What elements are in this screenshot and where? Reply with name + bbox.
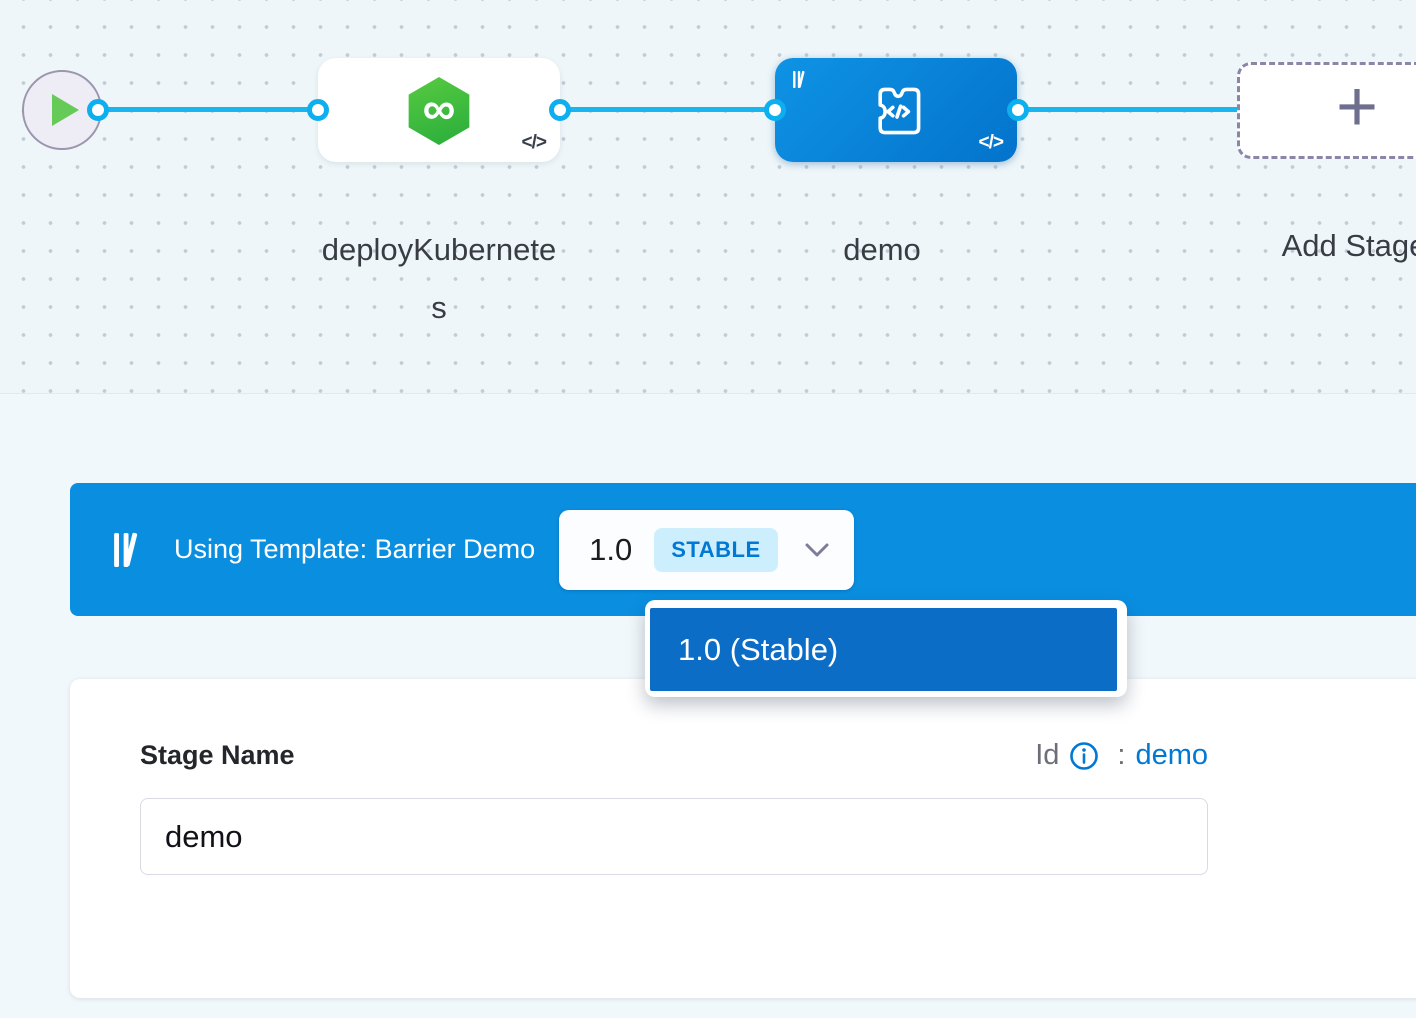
stage-label-add-stage: Add Stage — [1281, 228, 1416, 263]
stage-name-input[interactable] — [140, 798, 1208, 875]
stage-node-deploykubernetes[interactable]: ∞ </> — [318, 58, 560, 162]
edge-demo-to-add — [1018, 107, 1237, 112]
port-deploy-in[interactable] — [307, 99, 329, 121]
port-demo-out[interactable] — [1007, 99, 1029, 121]
port-demo-in[interactable] — [764, 99, 786, 121]
custom-stage-icon — [867, 81, 927, 146]
template-library-icon — [112, 530, 148, 570]
stage-id-group: Id : demo — [1035, 739, 1208, 772]
chevron-down-icon — [804, 542, 830, 558]
deploy-service-icon: ∞ — [408, 77, 470, 145]
pipeline-canvas[interactable]: ∞ </> </> — [0, 0, 1416, 394]
stage-node-demo[interactable]: </> — [775, 58, 1017, 162]
code-icon: </> — [521, 132, 548, 153]
template-version-selector[interactable]: 1.0 STABLE — [559, 509, 854, 590]
edge-deploy-to-demo — [560, 107, 775, 112]
add-stage-button[interactable]: + — [1237, 62, 1416, 159]
harness-infinity-icon: ∞ — [422, 82, 456, 134]
version-option-stable[interactable]: 1.0 (Stable) — [650, 608, 1117, 691]
stage-label-demo: demo — [843, 232, 921, 267]
stage-label-deploykubernetes: deployKubernetes — [321, 232, 557, 325]
port-start-out[interactable] — [87, 99, 109, 121]
play-icon — [52, 94, 79, 126]
stable-badge: STABLE — [654, 527, 778, 572]
plus-icon: + — [1335, 66, 1379, 147]
using-template-label: Using Template: Barrier Demo — [174, 534, 536, 564]
code-icon: </> — [978, 132, 1005, 153]
stage-name-label: Stage Name — [140, 740, 295, 770]
stage-overview-card: Stage Name Id : demo — [70, 679, 1416, 998]
id-separator: : — [1117, 739, 1126, 771]
edge-start-to-deploy — [98, 107, 318, 112]
id-label: Id — [1035, 739, 1060, 771]
info-icon[interactable] — [1069, 741, 1099, 771]
version-dropdown-menu: 1.0 (Stable) — [645, 600, 1127, 697]
port-deploy-out[interactable] — [549, 99, 571, 121]
using-template-banner: Using Template: Barrier Demo 1.0 STABLE — [70, 483, 1416, 616]
version-number: 1.0 — [589, 531, 633, 567]
template-library-icon — [791, 70, 811, 94]
stage-id-value[interactable]: demo — [1135, 739, 1208, 771]
